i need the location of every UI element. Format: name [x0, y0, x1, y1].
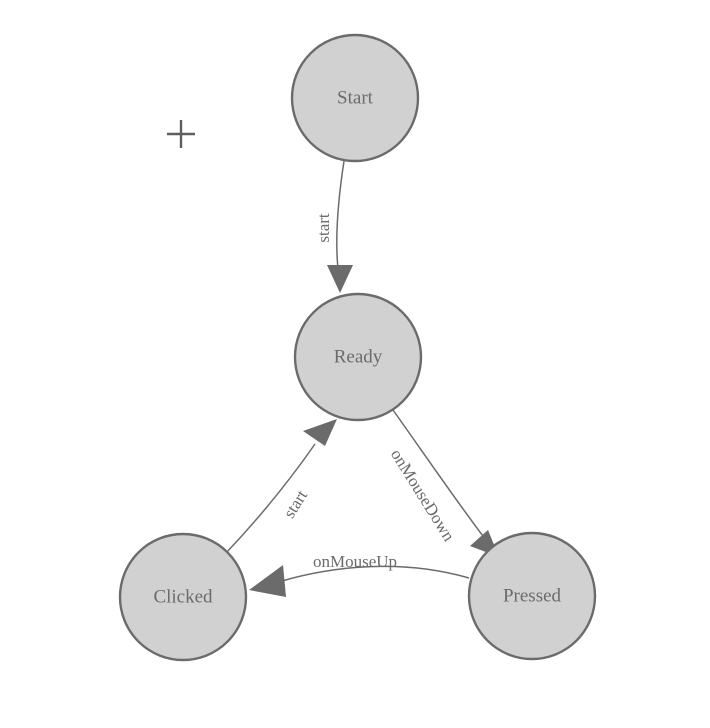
edge-start-to-ready-arrowhead — [327, 265, 353, 293]
node-clicked[interactable]: Clicked — [118, 532, 248, 662]
edge-start-to-ready-path — [336, 160, 345, 278]
edge-label-start-to-ready: start — [314, 213, 333, 243]
node-ready-label: Ready — [334, 346, 383, 367]
edge-clicked-to-ready-path — [225, 443, 316, 554]
edge-pressed-to-clicked-path — [281, 565, 470, 582]
node-start[interactable]: Start — [290, 33, 420, 163]
plus-marker[interactable] — [167, 120, 195, 148]
node-start-label: Start — [337, 87, 374, 108]
edge-clicked-to-ready[interactable]: start — [225, 419, 337, 554]
edge-pressed-to-clicked-arrowhead — [249, 565, 286, 597]
node-pressed-label: Pressed — [503, 585, 562, 606]
edge-clicked-to-ready-arrowhead — [303, 419, 337, 446]
node-ready[interactable]: Ready — [293, 292, 423, 422]
node-pressed[interactable]: Pressed — [467, 531, 597, 661]
edge-start-to-ready[interactable]: start — [314, 160, 353, 293]
edge-label-pressed-to-clicked: onMouseUp — [313, 552, 397, 571]
edge-pressed-to-clicked[interactable]: onMouseUp — [249, 552, 470, 597]
edge-ready-to-pressed-path — [392, 409, 490, 545]
edge-label-ready-to-pressed: onMouseDown — [387, 446, 459, 545]
node-pressed-circle[interactable] — [467, 531, 597, 661]
edge-ready-to-pressed[interactable]: onMouseDown — [387, 409, 499, 557]
node-clicked-circle[interactable] — [118, 532, 248, 662]
node-ready-circle[interactable] — [293, 292, 423, 422]
node-start-circle[interactable] — [290, 33, 420, 163]
node-clicked-label: Clicked — [153, 586, 213, 607]
edge-label-clicked-to-ready: start — [280, 486, 312, 521]
